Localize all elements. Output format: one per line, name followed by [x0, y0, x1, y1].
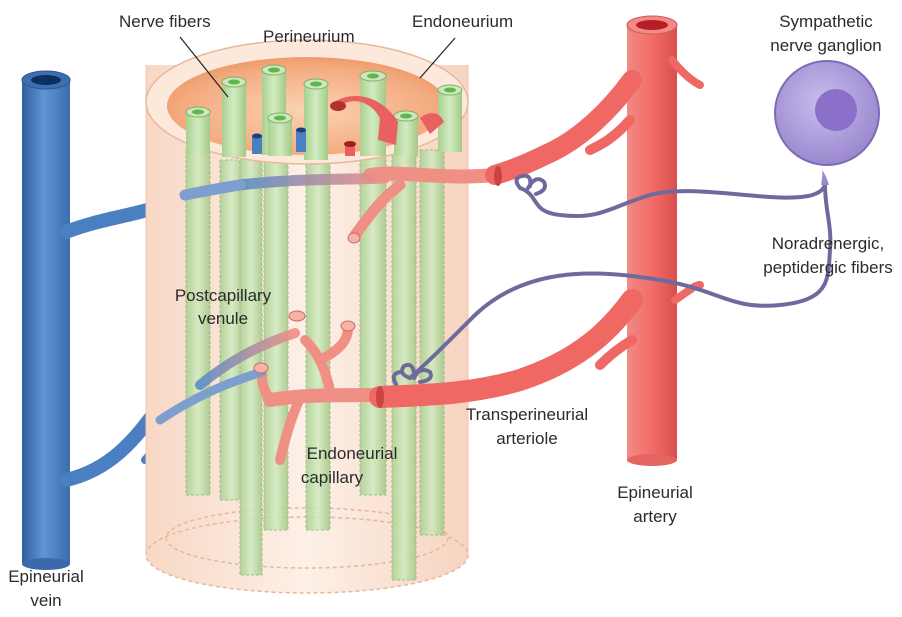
label-noradrenergic-line2: peptidergic fibers: [763, 258, 892, 277]
label-endoneurium: Endoneurium: [412, 12, 513, 31]
sympathetic-ganglion: [775, 61, 879, 185]
label-nerve-fibers: Nerve fibers: [119, 12, 211, 31]
label-transperineurial-line2: arteriole: [496, 429, 557, 448]
label-noradrenergic-line1: Noradrenergic,: [772, 234, 884, 253]
label-transperineurial-line1: Transperineurial: [466, 405, 588, 424]
label-postcapillary-line1: Postcapillary: [175, 286, 272, 305]
label-endoneurial-capillary-line1: Endoneurial: [307, 444, 398, 463]
arteriole-cut-lower: [376, 386, 384, 408]
epineurial-vein: [22, 71, 70, 570]
label-perineurium: Perineurium: [263, 27, 355, 46]
label-epineurial-artery-line1: Epineurial: [617, 483, 693, 502]
label-epineurial-vein-line1: Epineurial: [8, 567, 84, 586]
label-epineurial-vein-line2: vein: [30, 591, 61, 610]
label-sympathetic-line2: nerve ganglion: [770, 36, 882, 55]
label-postcapillary-line2: venule: [198, 309, 248, 328]
label-epineurial-artery-line2: artery: [633, 507, 677, 526]
label-sympathetic-line1: Sympathetic: [779, 12, 873, 31]
arteriole-cut-upper: [494, 166, 502, 186]
label-endoneurial-capillary-line2: capillary: [301, 468, 364, 487]
